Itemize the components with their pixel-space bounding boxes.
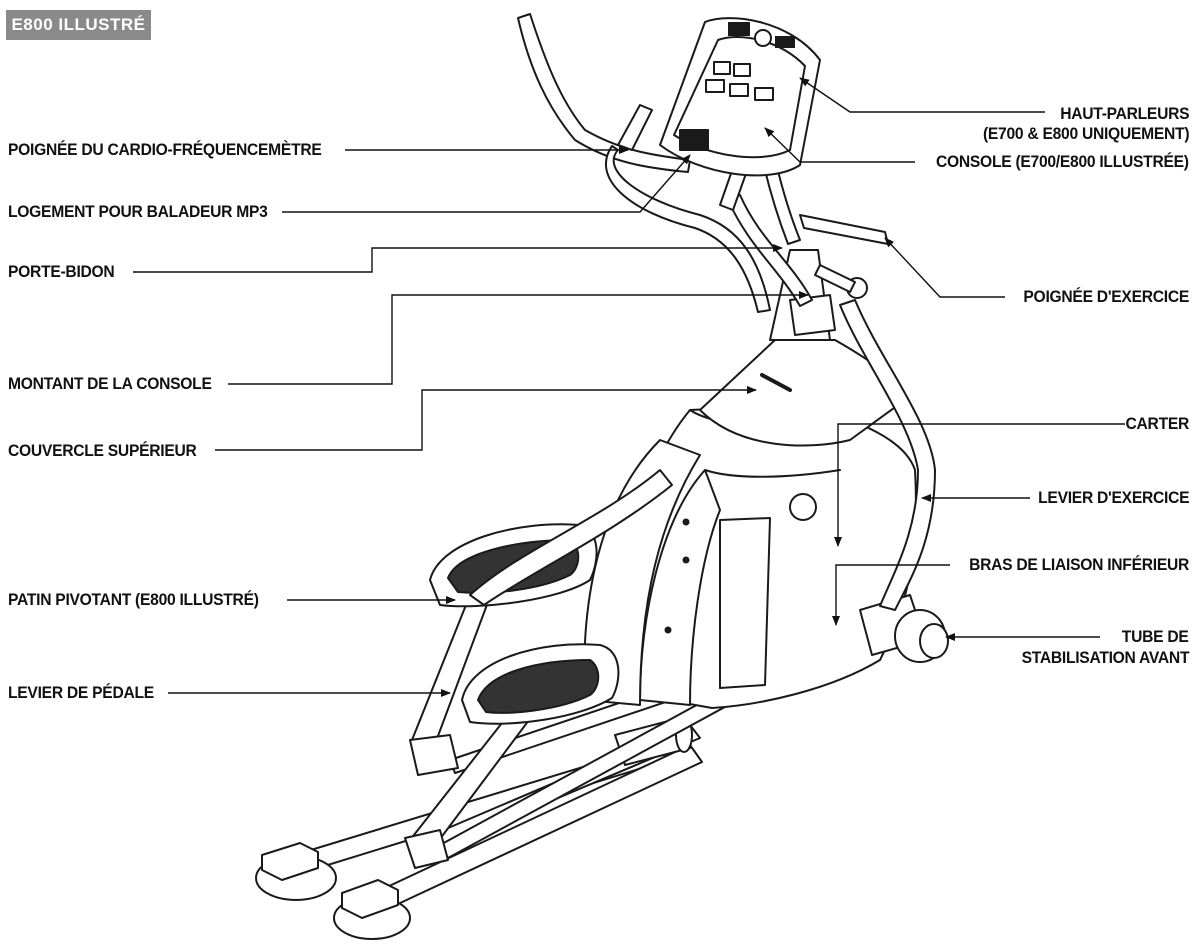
label-stabilizer-2: STABILISATION AVANT (1021, 648, 1189, 667)
label-stabilizer: TUBE DE (1122, 627, 1189, 646)
label-console-mast: MONTANT DE LA CONSOLE (8, 374, 212, 393)
label-lower-link-arm: BRAS DE LIAISON INFÉRIEUR (969, 555, 1189, 574)
label-mp3-holder: LOGEMENT POUR BALADEUR MP3 (8, 202, 268, 221)
label-speakers: HAUT-PARLEURS (1059, 104, 1189, 123)
label-shroud: CARTER (1125, 414, 1189, 433)
label-pivot-pad: PATIN PIVOTANT (E800 ILLUSTRÉ) (8, 590, 259, 609)
label-pulse-grip: POIGNÉE DU CARDIO-FRÉQUENCEMÈTRE (8, 140, 322, 159)
label-top-cover: COUVERCLE SUPÉRIEUR (8, 441, 197, 460)
label-speakers-note: (E700 & E800 UNIQUEMENT) (982, 124, 1190, 143)
leader-lines (133, 77, 1125, 697)
label-pedal-lever: LEVIER DE PÉDALE (8, 683, 154, 702)
model-badge: E800 ILLUSTRÉ (6, 10, 151, 40)
label-exercise-handle: POIGNÉE D'EXERCICE (1023, 287, 1189, 306)
label-bottle-holder: PORTE-BIDON (8, 262, 115, 281)
label-exercise-lever: LEVIER D'EXERCICE (1037, 488, 1189, 507)
machine-drawing (255, 13, 949, 940)
label-console: CONSOLE (E700/E800 ILLUSTRÉE) (936, 152, 1189, 171)
